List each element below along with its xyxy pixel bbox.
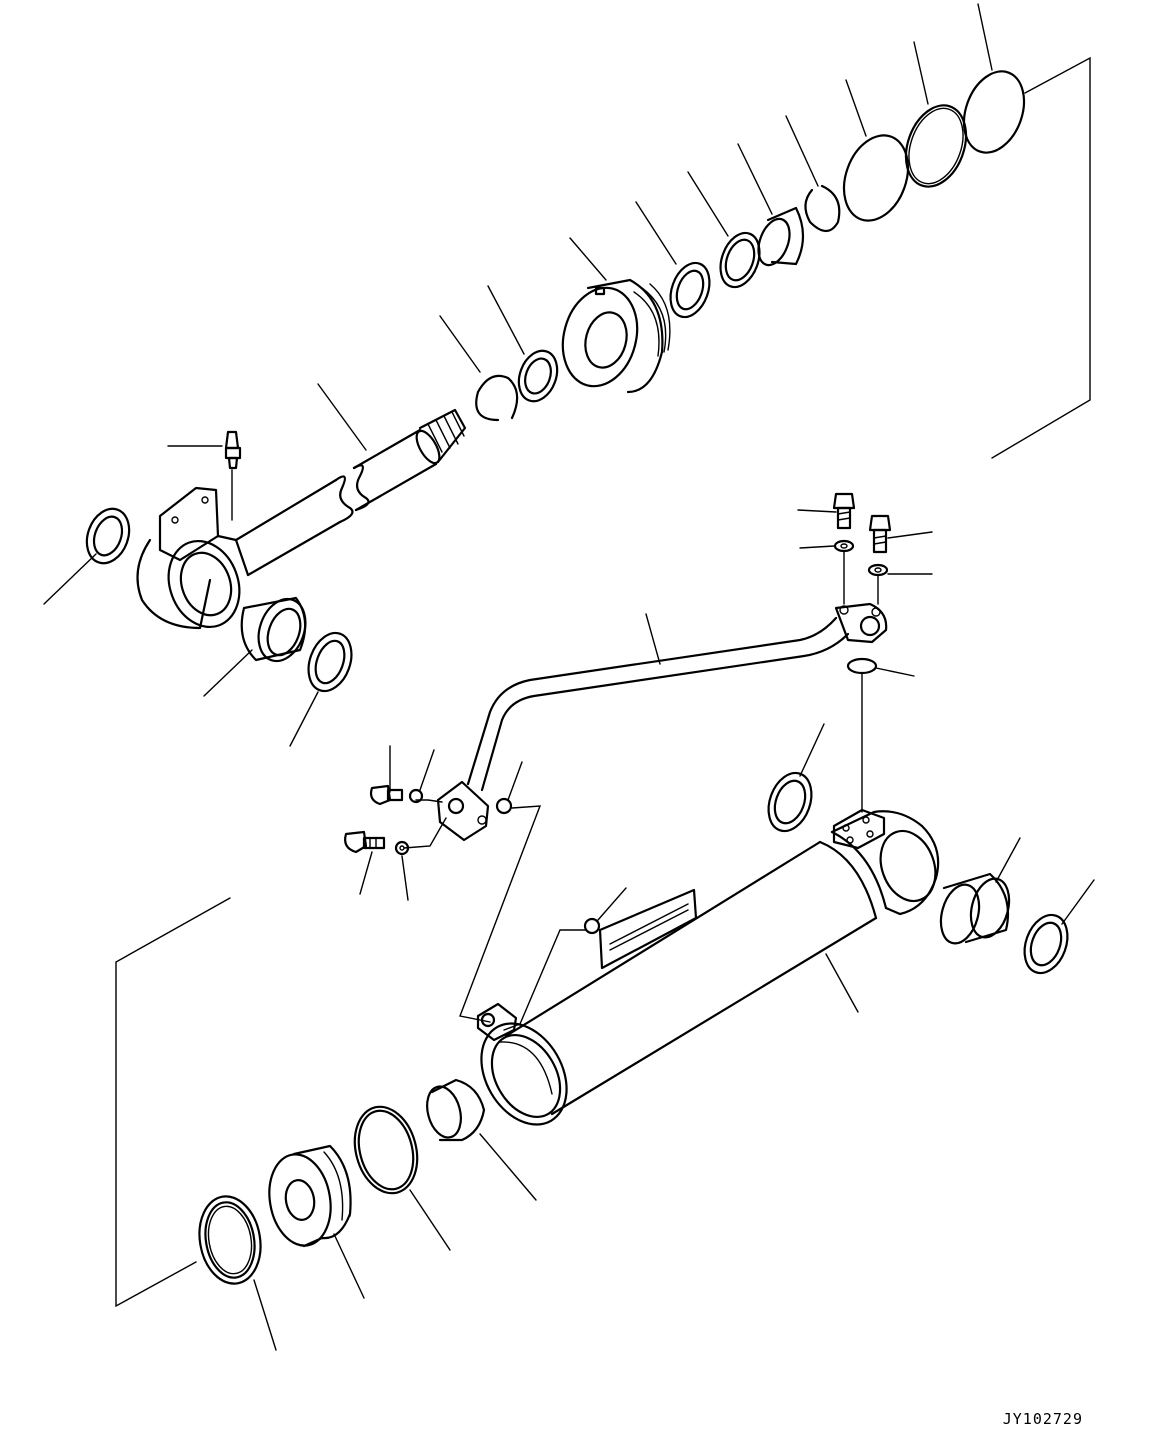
cylinder-tube [480, 830, 888, 1126]
washer-upper-2 [867, 563, 889, 577]
piston [268, 1144, 352, 1248]
rod-eye [136, 486, 250, 630]
bushing-head [757, 206, 805, 267]
o-ring-flange-head [846, 657, 878, 675]
cushion-collar [426, 1078, 486, 1142]
bolt-upper-2 [868, 514, 892, 554]
snap-ring [475, 374, 519, 422]
hydraulic-tube [466, 616, 850, 792]
dust-seal-left [85, 507, 131, 565]
o-ring-head-large [962, 70, 1026, 154]
bushing-rod-eye [240, 596, 307, 663]
o-ring-tube-port [583, 917, 601, 935]
washer-lower-1 [408, 788, 424, 804]
piston-rod [234, 408, 467, 577]
cylinder-head [561, 278, 671, 394]
drawing-code: JY102729 [1002, 1410, 1083, 1428]
bolt-lower-2 [344, 830, 386, 854]
bolt-upper-1 [832, 492, 856, 530]
assembly-bracket-top-right [991, 56, 1091, 459]
bushing-bottom-eye [939, 872, 1011, 945]
backup-ring [669, 261, 711, 319]
seal-bottom-eye-left [767, 771, 813, 833]
leader-lines [43, 3, 1095, 1351]
tube-flange-cap [436, 780, 490, 842]
assembly-bracket-bottom-left [115, 897, 231, 1308]
seal-bottom-eye-right [1023, 913, 1069, 975]
bolt-lower-1 [369, 784, 404, 806]
washer-upper-1 [833, 539, 855, 553]
tube-nameplate [598, 888, 698, 970]
grease-fitting-rod [224, 430, 242, 521]
piston-wear-ring [353, 1105, 419, 1195]
buffer-ring [719, 231, 761, 289]
tube-flange-head [834, 602, 888, 644]
routing-lines [403, 551, 879, 1031]
snap-ring-head [804, 184, 841, 233]
o-ring-flange-cap [495, 797, 513, 815]
rod-seal-ring [517, 349, 559, 403]
o-ring-head [842, 134, 910, 222]
piston-seal [198, 1195, 262, 1285]
backup-ring-head [904, 104, 968, 188]
seal-rod-eye-right [307, 631, 353, 693]
